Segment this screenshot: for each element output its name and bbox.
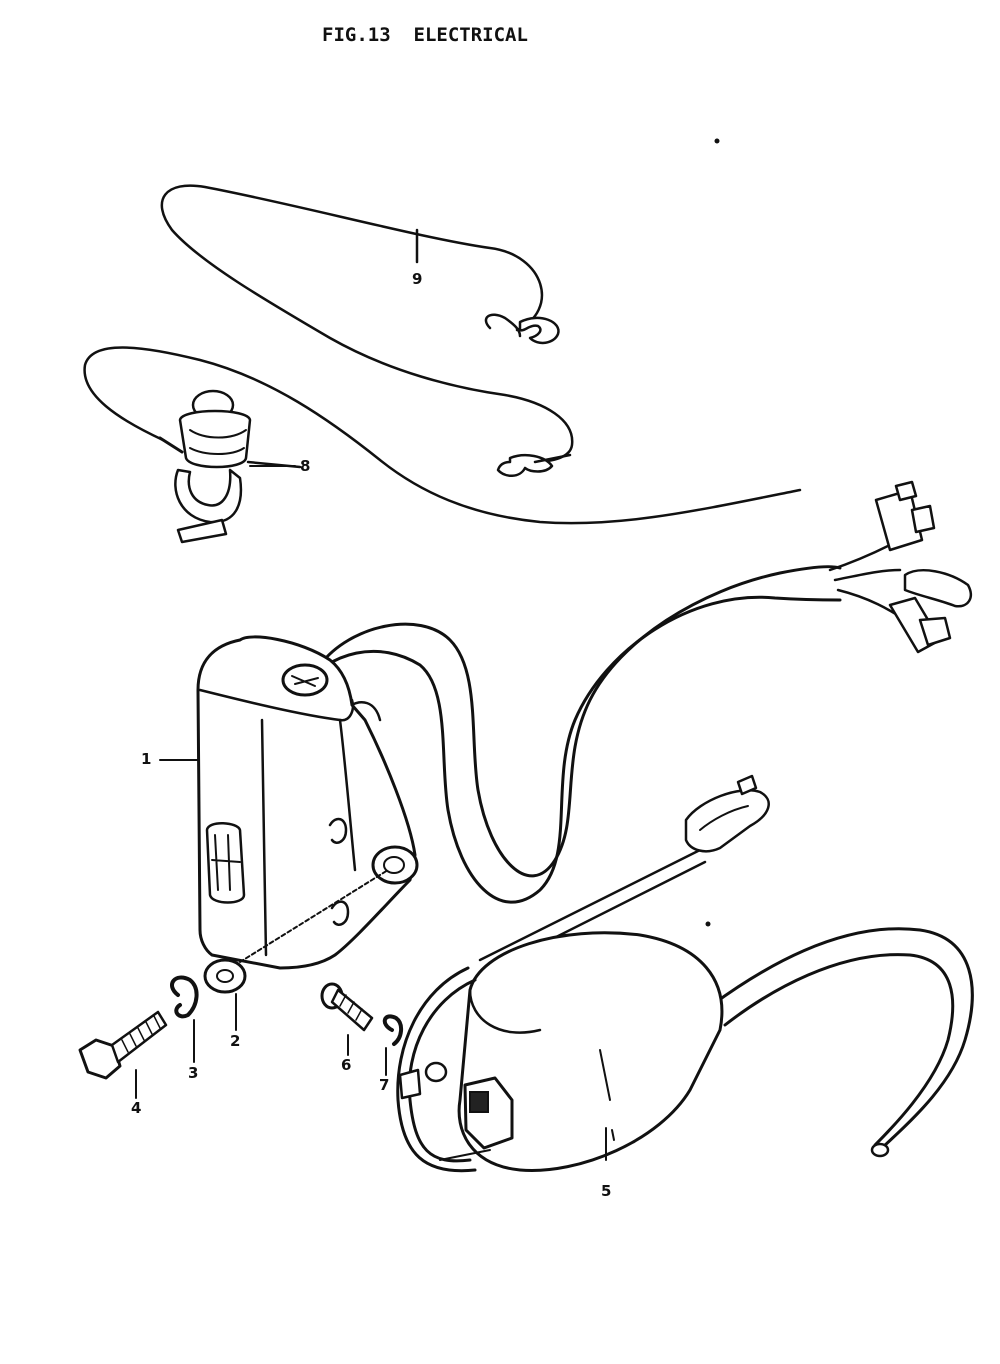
callout-2: 2 (230, 1032, 241, 1050)
callout-9: 9 (412, 270, 423, 288)
speck (714, 138, 720, 144)
part-5-ignition-coil (396, 774, 974, 1173)
part-7-lock-washer (382, 1014, 403, 1046)
part-8-switch (83, 346, 802, 544)
part-4-bolt (78, 1010, 168, 1080)
callout-4: 4 (131, 1099, 142, 1117)
speck (705, 921, 711, 927)
part-1-igniter-unit (196, 480, 972, 970)
part-2-washer (203, 958, 247, 994)
callout-1: 1 (141, 750, 152, 768)
callout-6: 6 (341, 1056, 352, 1074)
part-3-lock-washer (170, 975, 199, 1019)
figure-title: FIG.13 ELECTRICAL (322, 24, 528, 46)
part-9-ground-wire (160, 184, 574, 464)
callout-7: 7 (379, 1076, 390, 1094)
leader-lines (135, 465, 607, 1161)
part-6-screw (320, 982, 374, 1032)
callout-8: 8 (300, 457, 311, 475)
callout-5: 5 (601, 1182, 612, 1200)
callout-3: 3 (188, 1064, 199, 1082)
